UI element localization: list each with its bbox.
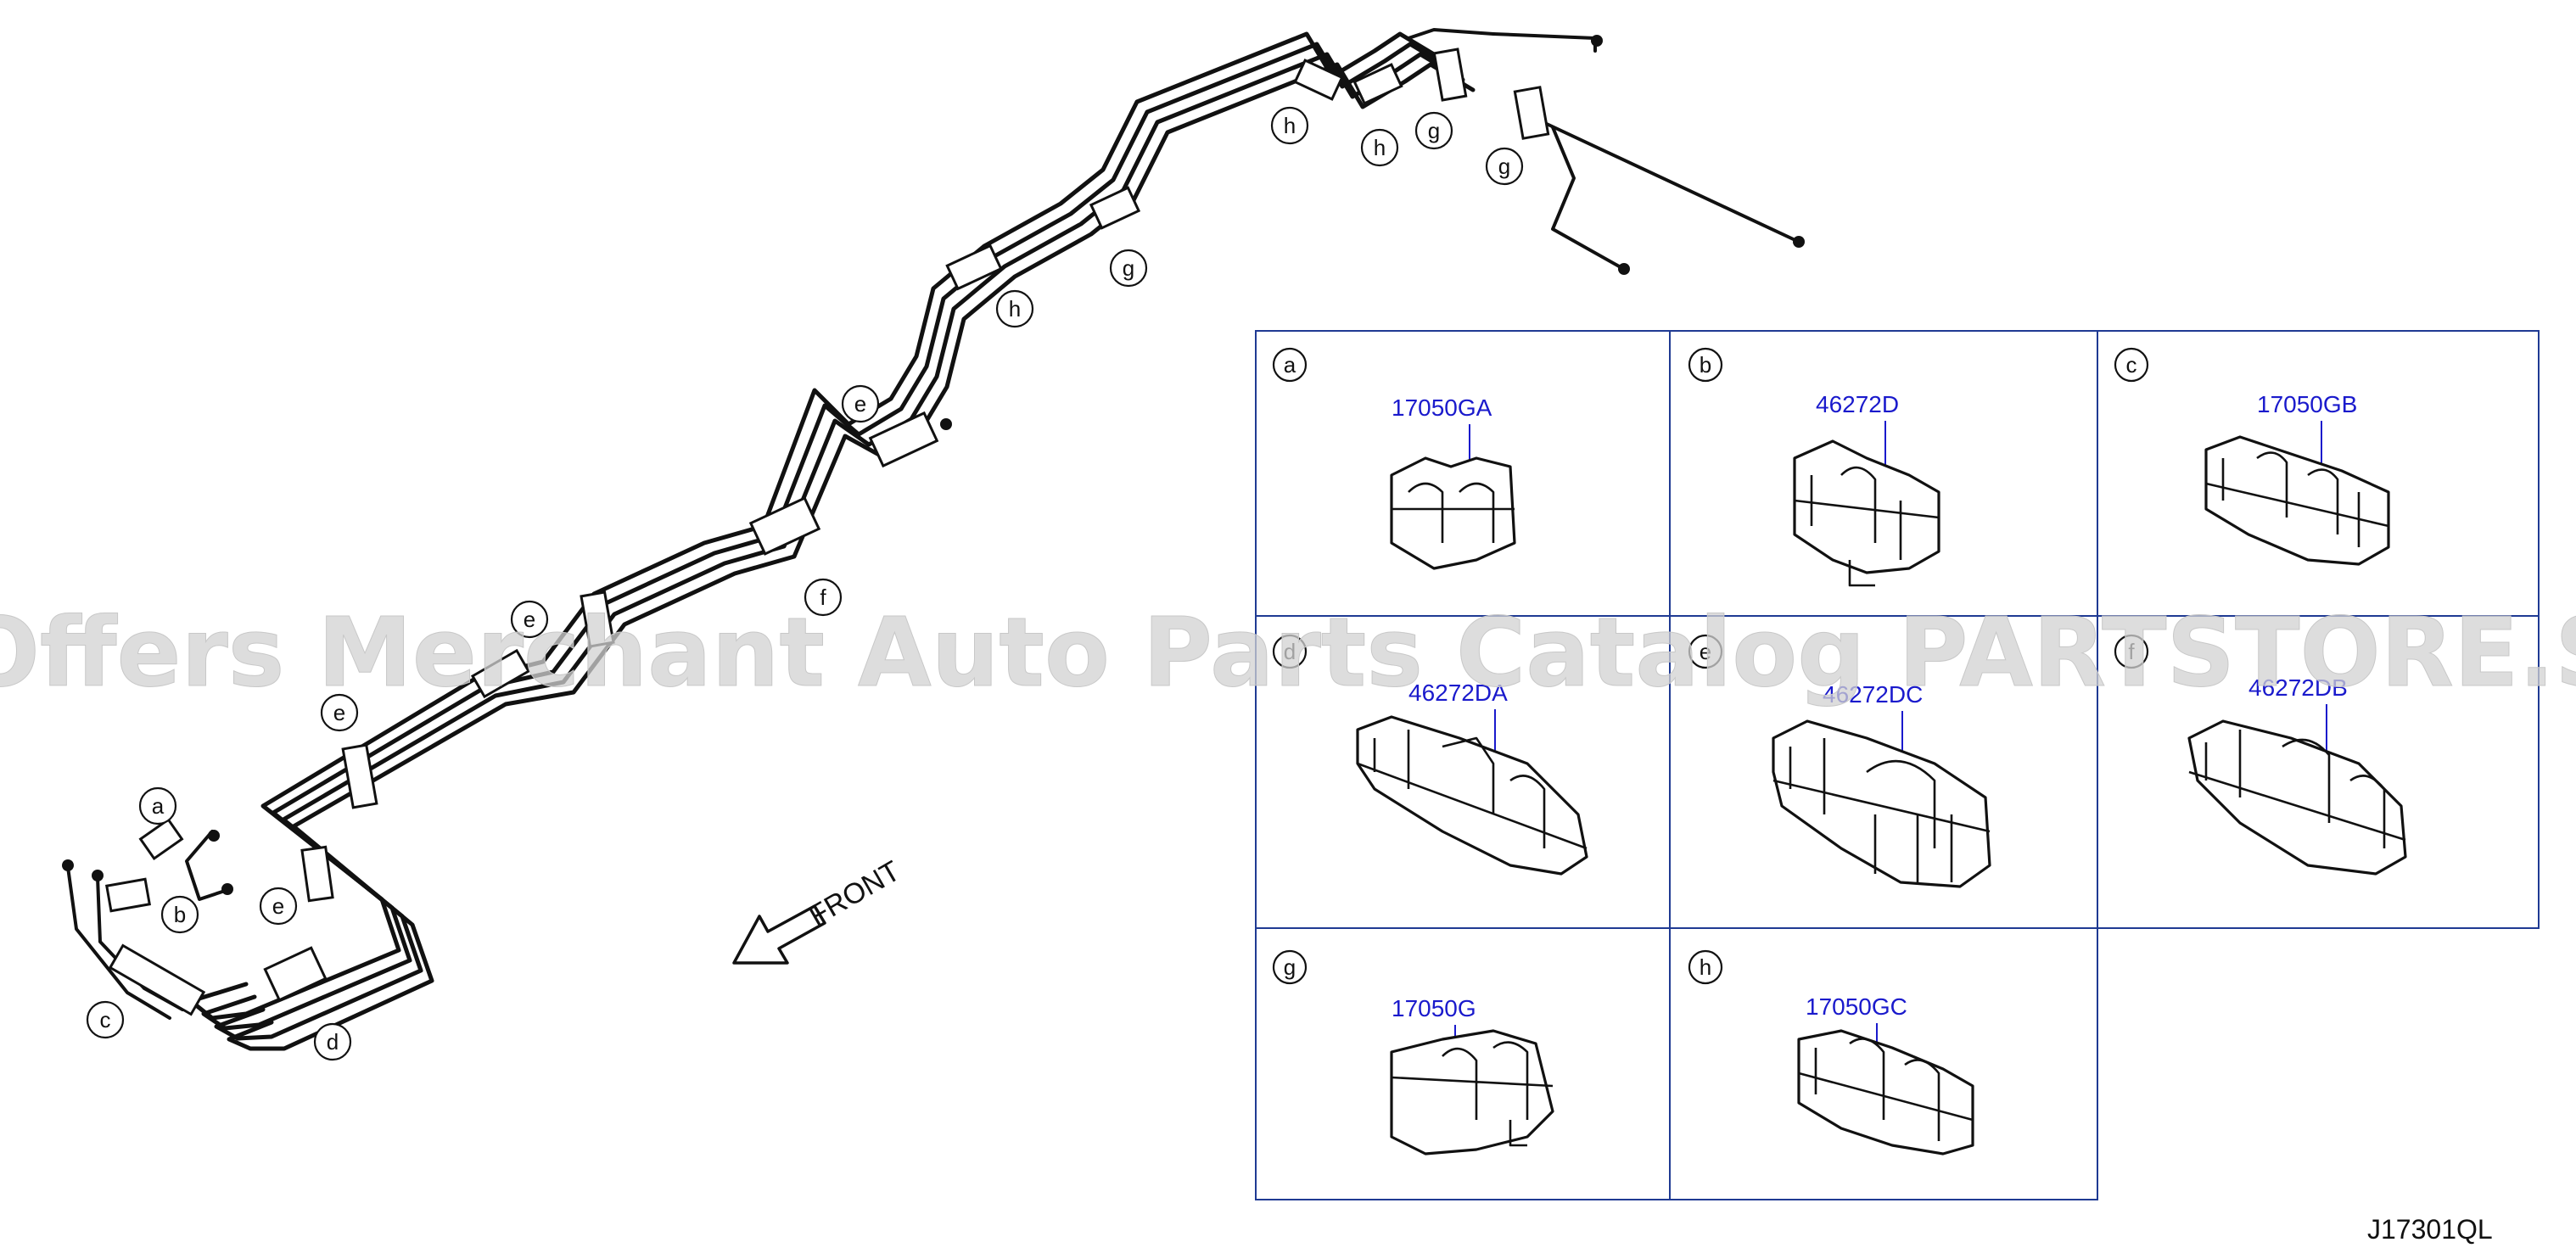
callout-a1: a (138, 786, 177, 825)
part-number-17050G: 17050G (1392, 995, 1476, 1021)
callout-h2: h (1360, 128, 1399, 167)
callout-e1: e (841, 384, 880, 423)
callout-h1-letter: h (1284, 113, 1296, 138)
callout-d1: d (313, 1022, 352, 1061)
callout-b1-letter: b (174, 902, 186, 927)
callout-e2-letter: e (524, 607, 535, 632)
callout-h2-letter: h (1374, 135, 1386, 160)
panel-g-letter: g (1284, 954, 1296, 980)
panel-b-letter: b (1700, 352, 1711, 378)
callout-a1-letter: a (152, 793, 165, 819)
callout-e1-letter: e (854, 391, 866, 417)
panel-e: e 46272DC (1688, 634, 1991, 888)
panel-a: a 17050GA (1272, 347, 1516, 570)
brake-pipe-bundle (62, 28, 1805, 1051)
panel-e-letter: e (1700, 639, 1711, 664)
callout-b1: b (160, 895, 199, 934)
callout-e3: e (320, 693, 359, 732)
parts-legend-grid (1255, 330, 2540, 1200)
callout-g1-letter: g (1428, 118, 1440, 143)
callout-e4-letter: e (272, 893, 284, 919)
panel-f: f 46272DB (2114, 634, 2407, 876)
panel-b: b 46272D (1688, 347, 1940, 587)
callout-f1: f (804, 578, 843, 617)
diagram-id: J17301QL (2367, 1214, 2493, 1245)
panel-d-letter: d (1284, 639, 1296, 664)
panel-a-letter: a (1284, 352, 1296, 378)
panel-c: c 17050GB (2114, 347, 2390, 566)
front-label: FRONT (804, 854, 905, 932)
callout-g3-letter: g (1123, 255, 1134, 281)
callout-c1-letter: c (100, 1007, 111, 1032)
part-number-46272DB: 46272DB (2248, 674, 2348, 701)
part-number-17050GB: 17050GB (2257, 391, 2357, 417)
panel-c-letter: c (2126, 352, 2137, 378)
panel-h-letter: h (1700, 954, 1711, 980)
panel-d: d 46272DA (1272, 634, 1588, 876)
panel-h: h 17050GC (1688, 949, 1974, 1155)
callout-e4: e (259, 887, 298, 926)
part-number-46272DC: 46272DC (1823, 681, 1923, 708)
callout-h3: h (995, 289, 1034, 328)
callout-h1: h (1270, 106, 1309, 145)
callout-c1: c (86, 1000, 125, 1039)
part-number-17050GC: 17050GC (1806, 993, 1907, 1020)
watermark-text: Offers Merchant Auto Parts Catalog PARTS… (0, 598, 2576, 708)
callout-g2: g (1485, 147, 1524, 186)
callout-e3-letter: e (333, 700, 345, 725)
panel-f-letter: f (2128, 639, 2135, 664)
callout-g2-letter: g (1498, 154, 1510, 179)
front-arrow: FRONT (732, 854, 905, 965)
part-number-46272DA: 46272DA (1408, 680, 1508, 706)
part-number-46272D: 46272D (1816, 391, 1899, 417)
part-number-17050GA: 17050GA (1392, 394, 1492, 421)
panel-g: g 17050G (1272, 949, 1554, 1155)
callout-f1-letter: f (820, 585, 826, 610)
callout-g3: g (1109, 249, 1148, 288)
callout-g1: g (1414, 111, 1453, 150)
callout-e2: e (510, 600, 549, 639)
callout-h3-letter: h (1009, 296, 1021, 322)
callout-d1-letter: d (327, 1029, 339, 1055)
